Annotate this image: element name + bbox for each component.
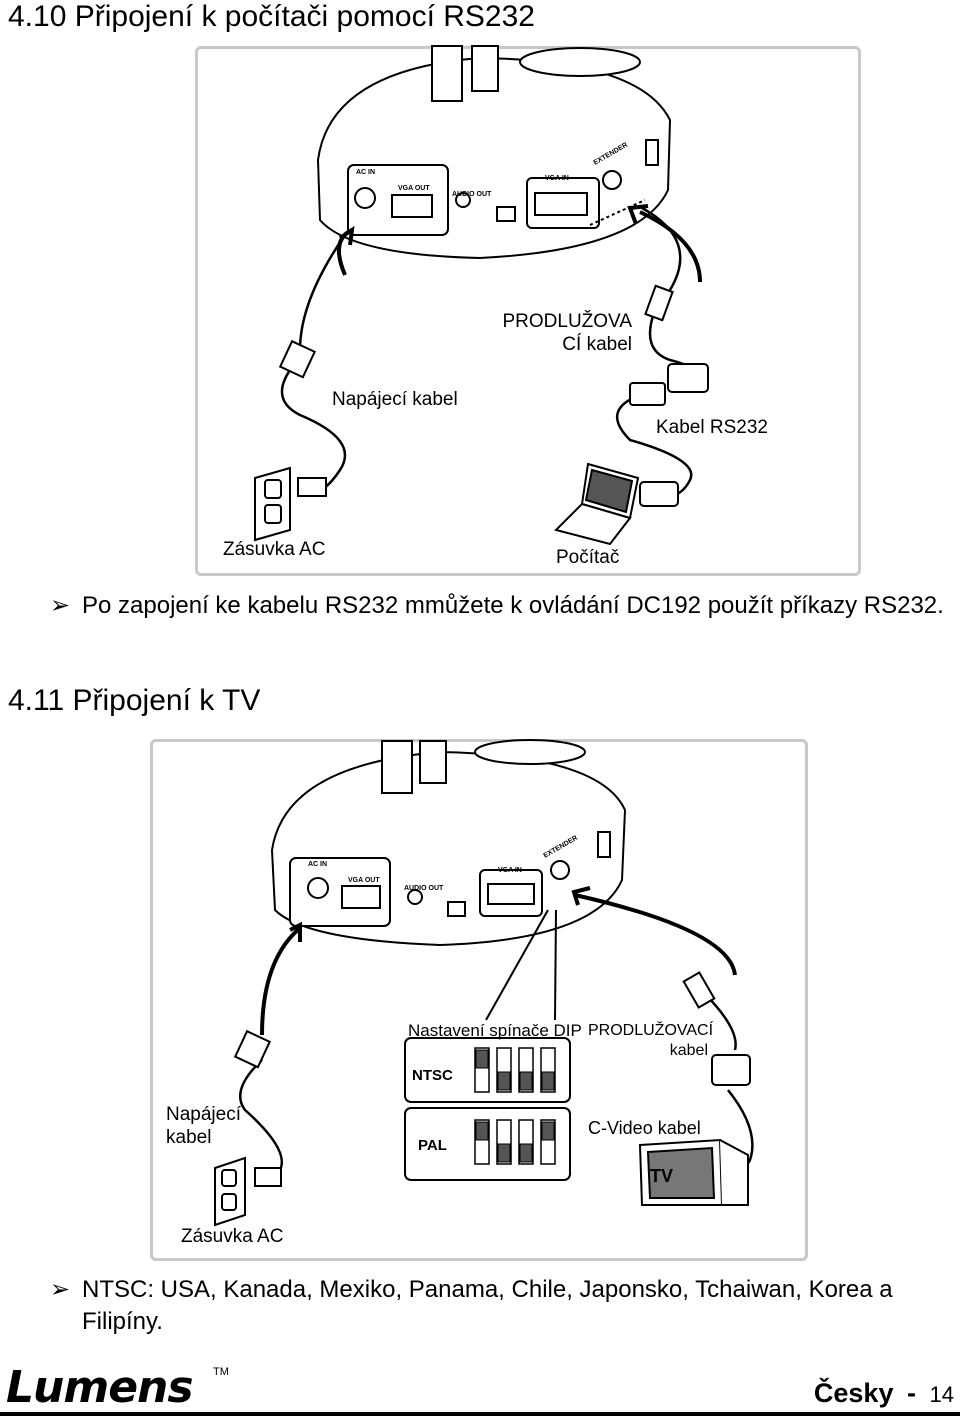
- page-number: 14: [929, 1382, 954, 1407]
- dip-switch-label: Nastavení spínače DIP: [408, 1021, 582, 1040]
- ac-outlet-label: Zásuvka AC: [223, 539, 326, 560]
- power-cable-label: Napájecí kabel: [332, 389, 458, 410]
- trademark-mark: TM: [213, 1366, 229, 1378]
- arrow-bullet-icon: ➢: [50, 592, 71, 619]
- computer-label: Počítač: [556, 547, 620, 568]
- tv-diagram-panel: [150, 739, 808, 1261]
- page-footer-label: Česky - 14: [814, 1378, 954, 1409]
- section-heading-tv: 4.11 Připojení k TV: [8, 684, 261, 717]
- rs232-note: ➢ Po zapojení ke kabelu RS232 mmůžete k …: [50, 590, 950, 656]
- arrow-bullet-icon: ➢: [50, 1276, 71, 1303]
- cvideo-cable-label: C-Video kabel: [588, 1118, 701, 1138]
- extension-cable-label: PRODLUŽOVA CÍ kabel: [502, 311, 632, 355]
- power-cable-label: Napájecí kabel: [166, 1104, 241, 1148]
- ac-outlet-label: Zásuvka AC: [181, 1226, 284, 1247]
- extension-cable-label: PRODLUŽOVACÍ kabel: [588, 1022, 714, 1059]
- footer-separator: -: [907, 1378, 916, 1408]
- section-heading-rs232: 4.10 Připojení k počítači pomocí RS232: [8, 0, 535, 33]
- footer-rule: [0, 1412, 960, 1416]
- lumens-logo: Lumens: [6, 1362, 194, 1413]
- ntsc-note: ➢ NTSC: USA, Kanada, Mexiko, Panama, Chi…: [50, 1276, 893, 1335]
- rs232-cable-label: Kabel RS232: [656, 417, 768, 438]
- language-label: Česky: [813, 1378, 894, 1408]
